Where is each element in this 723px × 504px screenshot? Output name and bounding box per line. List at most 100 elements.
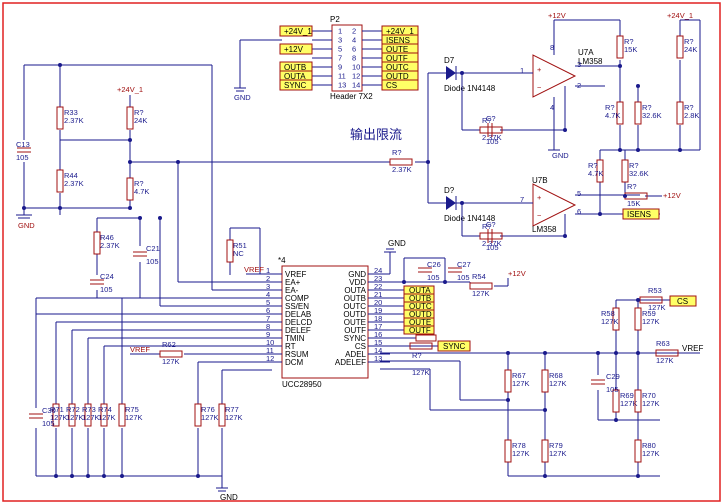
resistor-value: 127K bbox=[66, 413, 84, 422]
svg-text:+: + bbox=[537, 193, 542, 202]
header-port-left[interactable] bbox=[279, 25, 313, 37]
resistor[interactable] bbox=[504, 439, 512, 463]
resistor[interactable] bbox=[612, 307, 620, 331]
resistor[interactable] bbox=[84, 403, 92, 427]
resistor[interactable] bbox=[93, 231, 101, 255]
resistor[interactable] bbox=[616, 101, 624, 125]
resistor[interactable] bbox=[118, 403, 126, 427]
resistor[interactable] bbox=[616, 35, 624, 59]
capacitor-ref: C? bbox=[486, 114, 496, 123]
resistor[interactable] bbox=[126, 106, 134, 130]
resistor[interactable] bbox=[226, 239, 234, 263]
svg-text:−: − bbox=[537, 211, 542, 220]
resistor[interactable] bbox=[56, 106, 64, 130]
diode-d7b[interactable]: D? Diode 1N4148 bbox=[444, 186, 496, 223]
junction-dot bbox=[636, 474, 640, 478]
output-port-label: OUTB bbox=[409, 294, 431, 303]
resistor[interactable] bbox=[56, 169, 64, 193]
resistor[interactable] bbox=[389, 158, 413, 166]
resistor-value: 127K bbox=[642, 449, 660, 458]
ic-pin-num: 9 bbox=[266, 330, 270, 339]
resistor-ref: R58 bbox=[601, 309, 615, 318]
junction-dot bbox=[86, 474, 90, 478]
resistor[interactable] bbox=[479, 232, 503, 240]
capacitor-value: 105 bbox=[486, 243, 499, 252]
resistor[interactable] bbox=[621, 159, 629, 183]
resistor[interactable] bbox=[634, 101, 642, 125]
junction-dot bbox=[618, 64, 622, 68]
resistor[interactable] bbox=[469, 282, 493, 290]
opamp-u7a[interactable]: + − U7A LM358 1 3 2 8 4 bbox=[520, 43, 603, 112]
junction-dot bbox=[176, 160, 180, 164]
resistor[interactable] bbox=[52, 403, 60, 427]
vref-label-top: VREF bbox=[244, 265, 264, 274]
header-pin-right: 4 bbox=[352, 36, 356, 45]
resistor[interactable] bbox=[676, 35, 684, 59]
resistor-value: 4.7K bbox=[588, 169, 603, 178]
resistor[interactable] bbox=[634, 389, 642, 413]
resistor-ref: R46 bbox=[100, 233, 114, 242]
ic-pin-num: 17 bbox=[374, 322, 382, 331]
resistor[interactable] bbox=[541, 439, 549, 463]
resistor[interactable] bbox=[596, 159, 604, 183]
header-port-left[interactable] bbox=[279, 79, 313, 91]
resistor-value: 127K bbox=[472, 289, 490, 298]
svg-text:1: 1 bbox=[520, 66, 524, 75]
resistor[interactable] bbox=[68, 403, 76, 427]
resistor-ref: R? bbox=[629, 161, 639, 170]
output-port[interactable] bbox=[403, 325, 435, 335]
resistor[interactable] bbox=[159, 350, 183, 358]
resistor-ref: R59 bbox=[642, 309, 656, 318]
isens-port[interactable] bbox=[622, 208, 660, 220]
capacitor-value: 105 bbox=[16, 153, 29, 162]
junction-dot bbox=[614, 351, 618, 355]
ic-pin-name: OUTA bbox=[344, 286, 366, 295]
resistor[interactable] bbox=[634, 439, 642, 463]
left-network-wiring bbox=[16, 64, 390, 307]
resistor-value: 127K bbox=[620, 399, 638, 408]
resistor[interactable] bbox=[541, 369, 549, 393]
header-port-left[interactable] bbox=[279, 43, 313, 55]
cs-port[interactable] bbox=[669, 295, 697, 307]
resistor[interactable] bbox=[479, 126, 503, 134]
resistor[interactable] bbox=[634, 307, 642, 331]
resistor[interactable] bbox=[612, 389, 620, 413]
vref-label-right: VREF bbox=[682, 344, 703, 353]
resistor[interactable] bbox=[194, 403, 202, 427]
header-port-left-label: SYNC bbox=[284, 81, 306, 90]
resistor[interactable] bbox=[409, 342, 433, 350]
resistor[interactable] bbox=[676, 101, 684, 125]
resistor-ref: R68 bbox=[549, 371, 563, 380]
resistor[interactable] bbox=[126, 177, 134, 201]
diode-d7[interactable]: D7 Diode 1N4148 bbox=[444, 56, 496, 93]
junction-dot bbox=[563, 234, 567, 238]
resistor-value: 127K bbox=[50, 413, 68, 422]
opamp-u7b[interactable]: + − U7B LM358 7 5 6 bbox=[520, 176, 581, 234]
capacitor-ref: C24 bbox=[100, 272, 114, 281]
junction-dot bbox=[678, 148, 682, 152]
sync-port[interactable] bbox=[437, 340, 471, 352]
resistor-value: 127K bbox=[225, 413, 243, 422]
header-port-right[interactable] bbox=[381, 79, 419, 91]
resistor-ref: R? bbox=[134, 108, 144, 117]
junction-dot bbox=[128, 138, 132, 142]
ic-pin-num: 19 bbox=[374, 306, 382, 315]
resistor[interactable] bbox=[504, 369, 512, 393]
junction-dot bbox=[618, 148, 622, 152]
svg-text:Diode 1N4148: Diode 1N4148 bbox=[444, 214, 496, 223]
header-pin-right: 6 bbox=[352, 45, 356, 54]
resistor[interactable] bbox=[655, 349, 679, 357]
resistor-ref: R78 bbox=[512, 441, 526, 450]
resistor[interactable] bbox=[218, 403, 226, 427]
capacitor-ref: C? bbox=[486, 220, 496, 229]
resistor-ref: R? bbox=[482, 116, 492, 125]
resistor-ref: R74 bbox=[98, 405, 112, 414]
junction-dot bbox=[636, 148, 640, 152]
output-port-label: OUTA bbox=[409, 286, 431, 295]
resistor-value: 127K bbox=[601, 317, 619, 326]
resistor[interactable] bbox=[100, 403, 108, 427]
svg-text:+: + bbox=[537, 65, 542, 74]
